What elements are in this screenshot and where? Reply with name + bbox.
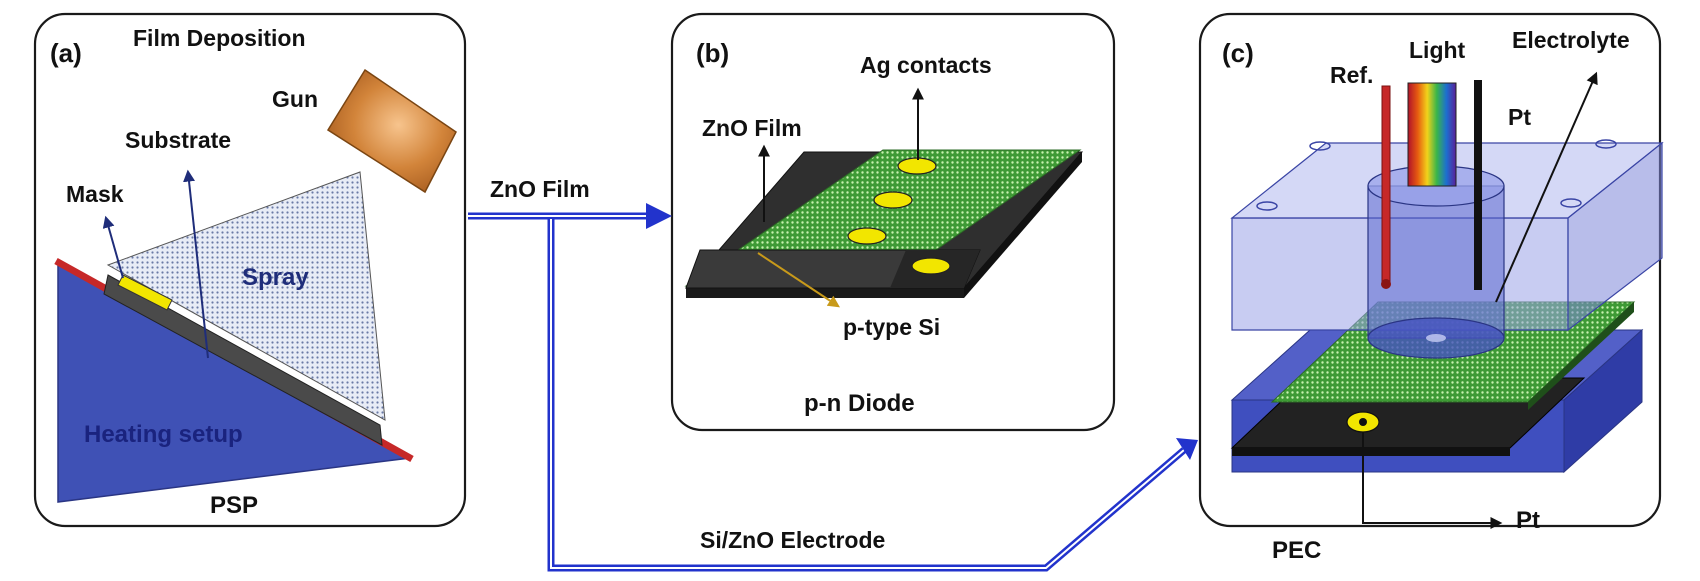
si-pointer: [757, 252, 841, 308]
electrolyte-label: Electrolyte: [1512, 27, 1630, 53]
si-wafer-side: [964, 152, 1082, 298]
panel-a-spray-pyrolysis: (a) Film Deposition Gun Substrate Mask S…: [33, 12, 467, 528]
ag-contact-2: [873, 191, 913, 209]
pt-counter-electrode: [1474, 80, 1482, 290]
substrate-slab: [103, 274, 383, 446]
gun-label: Gun: [272, 86, 318, 112]
heater-label: Heating setup: [84, 421, 243, 448]
panel-b-tag: (b): [696, 38, 729, 68]
mask-label: Mask: [66, 181, 124, 207]
pt-pointer: [1362, 432, 1503, 529]
panel-c-tag: (c): [1222, 38, 1254, 68]
ag-contacts-label: Ag contacts: [860, 52, 992, 78]
light-beam-icon: [1407, 82, 1457, 187]
ag-contact-4: [911, 257, 951, 275]
ref-electrode: [1381, 85, 1391, 283]
pt-bottom-label: Pt: [1516, 507, 1540, 534]
si-label: p-type Si: [843, 314, 940, 340]
spray-gun-icon: [326, 68, 457, 194]
zno-film-label: ZnO Film: [702, 115, 802, 141]
mask: [117, 274, 173, 311]
panel-c-pec-cell: (c) Light Electrolyte Ref. Pt Pt PEC: [1198, 12, 1664, 564]
light-label: Light: [1409, 37, 1466, 63]
electrolyte-pointer: [1495, 71, 1598, 303]
arrow-to-pec-head: [1176, 438, 1198, 460]
pt-top-label: Pt: [1508, 104, 1531, 130]
base-side: [1563, 328, 1643, 474]
si-wafer-edge: [686, 288, 964, 298]
ref-label: Ref.: [1330, 62, 1373, 88]
panel-a-tag: (a): [50, 38, 82, 68]
ag-contact-1: [897, 157, 937, 175]
panel-a-title: Film Deposition: [133, 25, 306, 51]
substrate-label: Substrate: [125, 127, 231, 153]
spray-cone: [106, 171, 386, 421]
panel-a-footer: PSP: [210, 492, 258, 519]
arrow-to-diode-head: [646, 203, 672, 229]
spray-label: Spray: [242, 264, 309, 291]
panel-c-footer: PEC: [1272, 537, 1321, 564]
substrate-pointer: [183, 169, 209, 359]
panel-b-footer: p-n Diode: [804, 390, 915, 417]
panel-b-diode: (b) Ag contacts ZnO Film p-type Si p-n D…: [670, 12, 1116, 432]
zno-film-connector-label: ZnO Film: [490, 176, 590, 202]
connector-arrows: ZnO Film Si/ZnO Electrode: [468, 176, 1198, 572]
ag-contact-3: [847, 227, 887, 245]
electrode-connector-label: Si/ZnO Electrode: [700, 527, 885, 553]
mask-pointer: [102, 215, 124, 279]
